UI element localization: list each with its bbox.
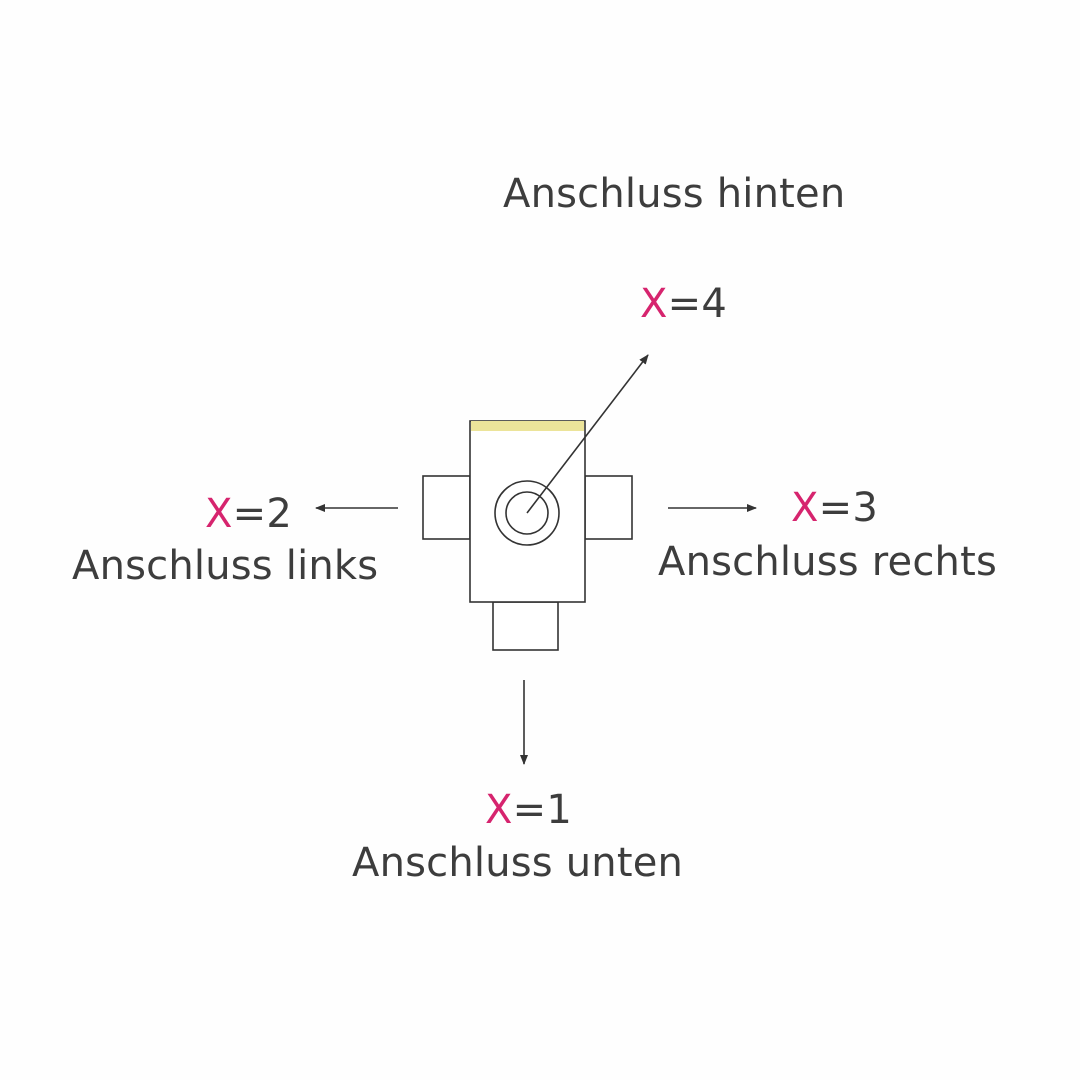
port-bottom-variable: X — [485, 787, 513, 833]
port-right-value: X=3 — [791, 488, 878, 528]
port-left-value: X=2 — [205, 494, 292, 534]
port-back-number: =4 — [667, 281, 727, 327]
port-back-value: X=4 — [640, 284, 727, 324]
right-stub — [584, 475, 633, 540]
left-stub — [422, 475, 471, 540]
port-back-label: Anschluss hinten — [503, 171, 846, 217]
port-bottom-value: X=1 — [485, 790, 572, 830]
arrow-back — [526, 354, 649, 514]
port-right-number: =3 — [818, 485, 878, 531]
port-left-number: =2 — [232, 491, 292, 537]
port-right-variable: X — [791, 485, 819, 531]
bottom-stub — [492, 601, 559, 651]
port-left-variable: X — [205, 491, 233, 537]
port-bottom-number: =1 — [512, 787, 572, 833]
port-bottom-label: Anschluss unten — [352, 840, 684, 886]
port-back-variable: X — [640, 281, 668, 327]
top-strip — [471, 421, 584, 431]
port-left-label: Anschluss links — [72, 543, 379, 589]
port-right-label: Anschluss rechts — [658, 539, 998, 585]
